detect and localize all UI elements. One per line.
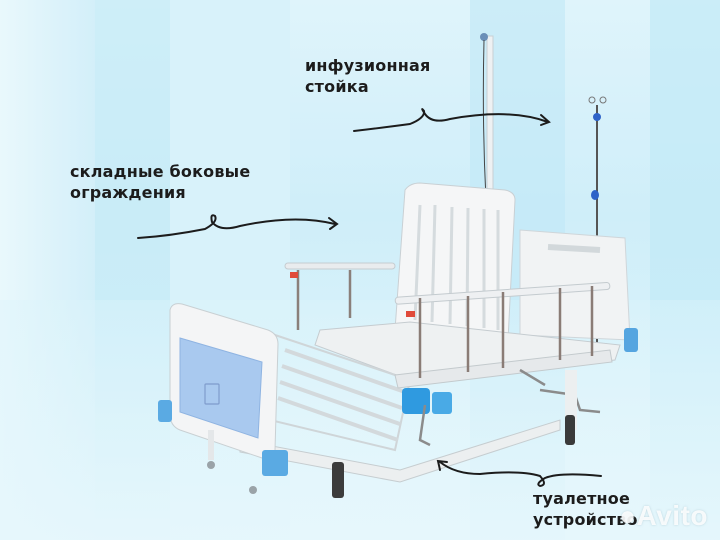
crank-handles (418, 368, 601, 447)
label-toilet-device: туалетное устройство (533, 488, 638, 530)
label-line: стойка (305, 77, 369, 96)
label-line: туалетное (533, 489, 631, 508)
avito-watermark: ●Avito (619, 500, 708, 532)
legs-and-casters (207, 370, 577, 498)
side-rail-back (284, 262, 396, 330)
label-line: устройство (533, 510, 638, 529)
label-line: складные боковые (70, 162, 251, 181)
toilet-device (402, 388, 452, 414)
arrow-toilet (436, 459, 602, 488)
watermark-text: Avito (636, 500, 708, 531)
arrow-side-rails (137, 214, 339, 239)
side-rail-front (394, 282, 611, 378)
label-line: ограждения (70, 183, 186, 202)
label-side-rails: складные боковые ограждения (70, 161, 250, 203)
infusion-pole-left (480, 33, 494, 247)
footboard (158, 303, 288, 476)
avito-logo-icon: ● (619, 500, 637, 531)
arrow-iv-stand (353, 108, 551, 132)
label-line: инфузионная (305, 56, 431, 75)
label-iv-stand: инфузионная стойка (305, 55, 430, 97)
